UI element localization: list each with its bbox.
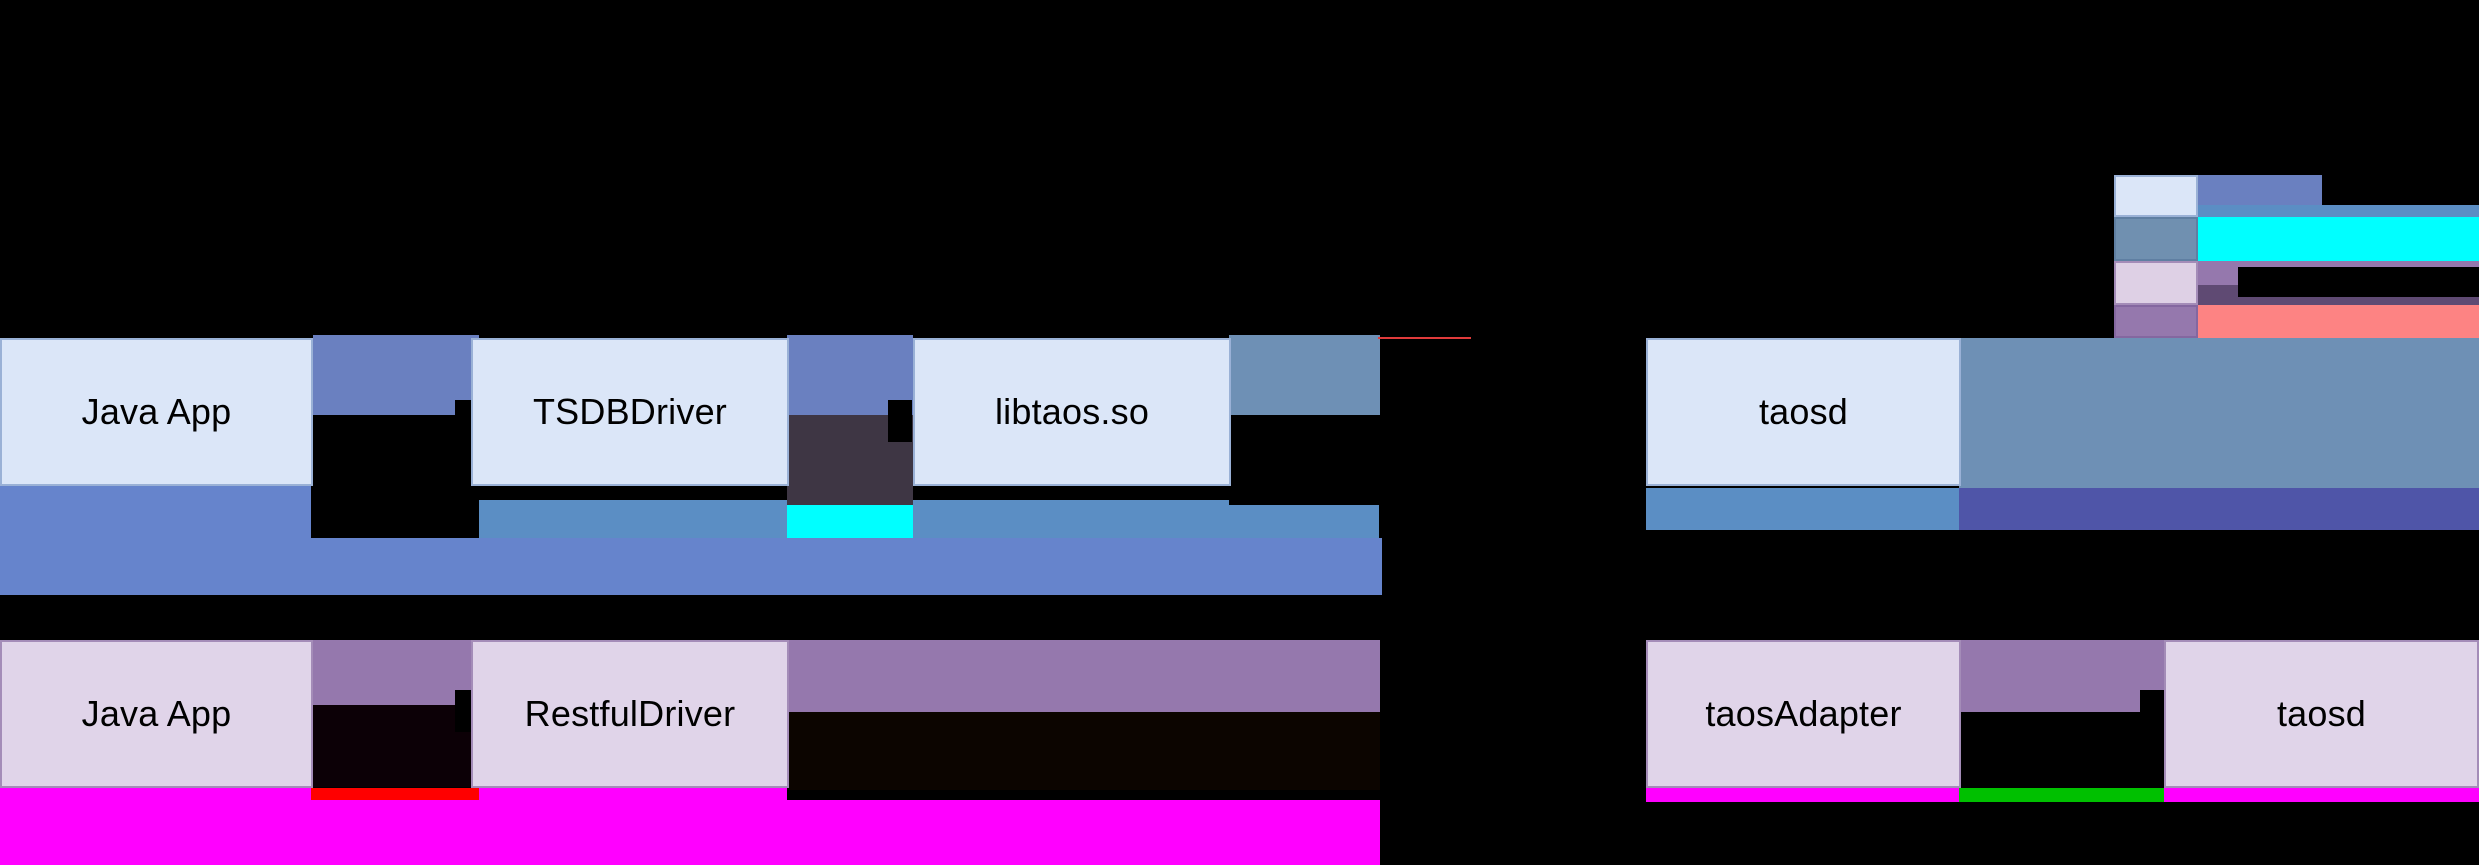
legend-text-mask-1 [2322, 175, 2479, 205]
node-label: RestfulDriver [524, 693, 736, 735]
node-label: taosd [2276, 693, 2367, 735]
row1-steel-strip-b [913, 500, 1379, 538]
legend-label-mask-1 [2198, 175, 2322, 205]
row1-blue-band-center [311, 538, 1382, 595]
legend-swatch-4 [2114, 305, 2198, 338]
row2-magenta-strip-far [2164, 788, 2479, 802]
row2-magenta-fill [0, 800, 1380, 865]
row1-steel-block-3 [1229, 335, 1380, 420]
legend-label-mask-2 [2198, 217, 2479, 261]
row2-arrowhead-2 [2140, 690, 2164, 732]
row2-purple-band-center [787, 640, 1380, 712]
group-divider-line [1378, 337, 1471, 339]
legend-swatch-1 [2114, 175, 2198, 217]
node-tsdbdriver[interactable]: TSDBDriver [471, 338, 789, 486]
legend-label-mask-4 [2198, 305, 2479, 338]
node-label: Java App [81, 391, 232, 433]
row1-label-mask-1 [313, 415, 475, 505]
row2-left-lead-line [1380, 726, 1665, 730]
node-java-app-native[interactable]: Java App [0, 338, 313, 486]
legend-swatch-3 [2114, 261, 2198, 305]
row1-steel-band-right [1959, 338, 2479, 498]
row1-midblue-block-1 [313, 335, 479, 420]
row1-indigo-band [1959, 488, 2479, 530]
node-taosd-rest[interactable]: taosd [2164, 640, 2479, 788]
row2-magenta-strip-right [1646, 788, 1959, 802]
legend-swatch-2 [2114, 217, 2198, 261]
row1-cyan-highlight [787, 500, 913, 538]
legend-rule-1 [2198, 205, 2479, 217]
node-taosd-native[interactable]: taosd [1646, 338, 1961, 486]
row2-label-mask-3 [1959, 712, 2164, 790]
node-taosadapter[interactable]: taosAdapter [1646, 640, 1961, 788]
legend-text-mask-3 [2238, 267, 2479, 297]
row2-red-highlight [311, 788, 479, 802]
node-label: taosd [1758, 391, 1849, 433]
legend [2114, 175, 2479, 340]
node-label: TSDBDriver [532, 391, 727, 433]
row2-label-mask-2 [787, 712, 1380, 790]
row1-label-mask-3 [1229, 415, 1380, 505]
row1-steel-strip-a [479, 500, 787, 538]
node-label: libtaos.so [994, 391, 1150, 433]
node-label: taosAdapter [1705, 693, 1902, 735]
row2-green-highlight [1959, 788, 2164, 802]
row1-arrowhead-2 [888, 400, 912, 442]
row2-magenta-strip-mid [479, 788, 787, 802]
row1-steel-strip-taosd [1646, 488, 1959, 530]
node-label: Java App [81, 693, 232, 735]
node-restfuldriver[interactable]: RestfulDriver [471, 640, 789, 788]
row2-magenta-strip-left [0, 788, 311, 802]
row1-blue-band-left [0, 485, 311, 595]
row2-label-mask-1 [313, 705, 475, 787]
node-libtaos-so[interactable]: libtaos.so [913, 338, 1231, 486]
node-java-app-rest[interactable]: Java App [0, 640, 313, 788]
